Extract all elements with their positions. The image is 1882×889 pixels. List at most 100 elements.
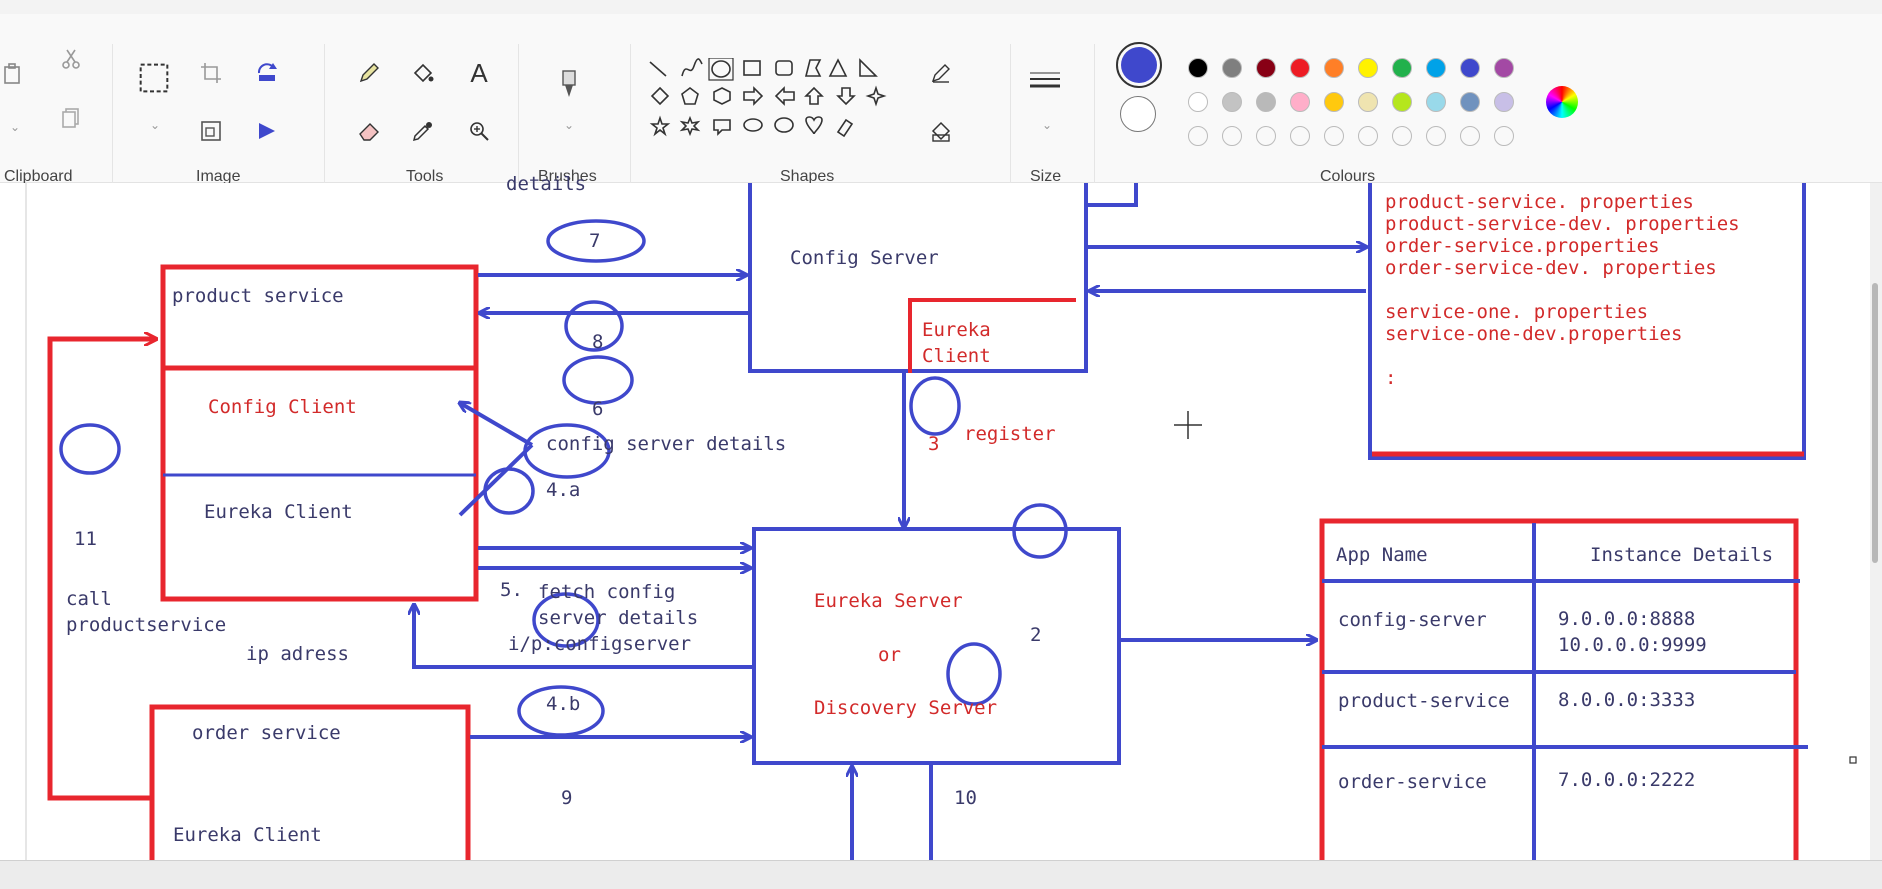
crop-icon[interactable] bbox=[196, 58, 226, 88]
scrollbar-thumb[interactable] bbox=[1872, 283, 1878, 563]
colour-swatch[interactable] bbox=[1392, 126, 1412, 146]
paste-dropdown-icon[interactable]: ⌄ bbox=[9, 120, 21, 134]
colour-swatch[interactable] bbox=[1358, 92, 1378, 112]
colour-swatch[interactable] bbox=[1256, 126, 1276, 146]
magnifier-icon[interactable] bbox=[464, 116, 494, 146]
select-icon[interactable] bbox=[136, 60, 172, 96]
primary-colour[interactable] bbox=[1116, 42, 1162, 88]
colour-swatch[interactable] bbox=[1358, 126, 1378, 146]
step6-text: config server details bbox=[546, 433, 787, 455]
step5-line1: fetch config bbox=[538, 581, 676, 603]
paste-icon[interactable] bbox=[0, 58, 30, 88]
colour-swatch[interactable] bbox=[1290, 58, 1310, 78]
colour-swatch[interactable] bbox=[1188, 92, 1208, 112]
image-group-label: Image bbox=[196, 168, 241, 185]
step8-circle bbox=[564, 300, 624, 352]
step5-line2: server details bbox=[538, 607, 699, 629]
colour-swatch[interactable] bbox=[1426, 58, 1446, 78]
size-dropdown-icon[interactable]: ⌄ bbox=[1041, 118, 1053, 132]
colour-swatch[interactable] bbox=[1358, 58, 1378, 78]
fill-icon[interactable] bbox=[408, 58, 438, 88]
resize-icon[interactable] bbox=[196, 116, 226, 146]
colour-swatch[interactable] bbox=[1222, 58, 1242, 78]
step7-label: 7 bbox=[589, 230, 601, 252]
config-client-label: Config Client bbox=[208, 396, 357, 418]
cut-icon[interactable] bbox=[56, 44, 86, 74]
colour-swatch[interactable] bbox=[1426, 92, 1446, 112]
text-icon[interactable]: A bbox=[470, 57, 488, 88]
outline-icon[interactable] bbox=[926, 58, 956, 88]
tools-group-label: Tools bbox=[406, 168, 444, 185]
properties-item: product-service. properties bbox=[1385, 191, 1694, 213]
colour-swatch[interactable] bbox=[1392, 92, 1412, 112]
colour-swatch[interactable] bbox=[1460, 92, 1480, 112]
colour-swatch[interactable] bbox=[1460, 126, 1480, 146]
color-picker-icon[interactable] bbox=[408, 116, 438, 146]
step4a-label: 4.a bbox=[546, 479, 581, 501]
properties-item: order-service-dev. properties bbox=[1385, 257, 1717, 279]
colour-swatch[interactable] bbox=[1392, 58, 1412, 78]
select-dropdown-icon[interactable]: ⌄ bbox=[149, 118, 161, 132]
canvas[interactable]: details Config Server Eureka Client prod… bbox=[0, 173, 1882, 860]
config-server-box bbox=[748, 183, 1138, 373]
paint-ribbon: ⌄ Clipboard ⌄ Image A Tools ⌄ Brushes bbox=[0, 14, 1882, 185]
properties-item bbox=[1385, 345, 1740, 367]
copy-icon[interactable] bbox=[56, 102, 86, 132]
colour-swatch[interactable] bbox=[1324, 58, 1344, 78]
call-line1: call bbox=[66, 588, 112, 610]
properties-item bbox=[1385, 279, 1740, 301]
flip-icon[interactable] bbox=[252, 116, 282, 146]
vertical-scrollbar[interactable] bbox=[1870, 183, 1882, 860]
colour-swatch[interactable] bbox=[1494, 92, 1514, 112]
pencil-icon[interactable] bbox=[354, 58, 384, 88]
details-text: details bbox=[506, 173, 587, 195]
size-icon[interactable] bbox=[1028, 66, 1062, 96]
colour-swatch[interactable] bbox=[1460, 58, 1480, 78]
eureka-client-cs-line1: Eureka bbox=[922, 319, 991, 341]
step4b-circle bbox=[532, 592, 600, 648]
registry-row-instance: 7.0.0.0:2222 bbox=[1558, 769, 1696, 791]
secondary-colour[interactable] bbox=[1120, 96, 1156, 132]
step9-circle bbox=[517, 685, 605, 737]
colour-swatch[interactable] bbox=[1256, 58, 1276, 78]
colour-swatch[interactable] bbox=[1290, 92, 1310, 112]
step7-circle bbox=[546, 219, 646, 263]
colour-swatch[interactable] bbox=[1256, 92, 1276, 112]
discovery-server-label: Discovery Server bbox=[814, 697, 998, 719]
eureka-server-label: Eureka Server bbox=[814, 590, 963, 612]
size-group-label: Size bbox=[1030, 168, 1062, 185]
eureka-client-cs-line2: Client bbox=[922, 345, 991, 367]
colour-swatch[interactable] bbox=[1188, 126, 1208, 146]
properties-item: : bbox=[1385, 367, 1397, 389]
colour-swatch[interactable] bbox=[1290, 126, 1310, 146]
properties-item: product-service-dev. properties bbox=[1385, 213, 1740, 235]
brush-dropdown-icon[interactable]: ⌄ bbox=[563, 118, 575, 132]
colour-swatch[interactable] bbox=[1222, 92, 1242, 112]
crosshair-cursor bbox=[1174, 411, 1202, 439]
colours-group-label: Colours bbox=[1320, 168, 1376, 185]
brush-icon[interactable] bbox=[554, 64, 584, 104]
register-text: register bbox=[964, 423, 1056, 445]
eraser-icon[interactable] bbox=[354, 116, 384, 146]
step3-label: 3 bbox=[928, 433, 940, 455]
colour-swatch[interactable] bbox=[1324, 126, 1344, 146]
colour-swatch[interactable] bbox=[1222, 126, 1242, 146]
registry-row-app: product-service bbox=[1338, 690, 1510, 712]
registry-table bbox=[1319, 518, 1808, 860]
brushes-group-label: Brushes bbox=[538, 168, 597, 185]
step2-label: 2 bbox=[1030, 624, 1042, 646]
rotate-icon[interactable] bbox=[252, 58, 282, 88]
shape-fill-icon[interactable] bbox=[926, 116, 956, 146]
shapes-gallery[interactable] bbox=[646, 57, 896, 148]
edit-colours-icon[interactable] bbox=[1546, 86, 1578, 118]
colour-swatch[interactable] bbox=[1188, 58, 1208, 78]
colour-swatch[interactable] bbox=[1494, 58, 1514, 78]
colour-swatch[interactable] bbox=[1494, 126, 1514, 146]
product-service-label: product service bbox=[172, 285, 344, 307]
colour-swatch[interactable] bbox=[1426, 126, 1446, 146]
step10-circle bbox=[946, 642, 1002, 706]
status-bar bbox=[0, 860, 1882, 889]
title-bar bbox=[0, 0, 1882, 14]
colour-swatch[interactable] bbox=[1324, 92, 1344, 112]
registry-row-instance: 10.0.0.0:9999 bbox=[1558, 634, 1707, 656]
